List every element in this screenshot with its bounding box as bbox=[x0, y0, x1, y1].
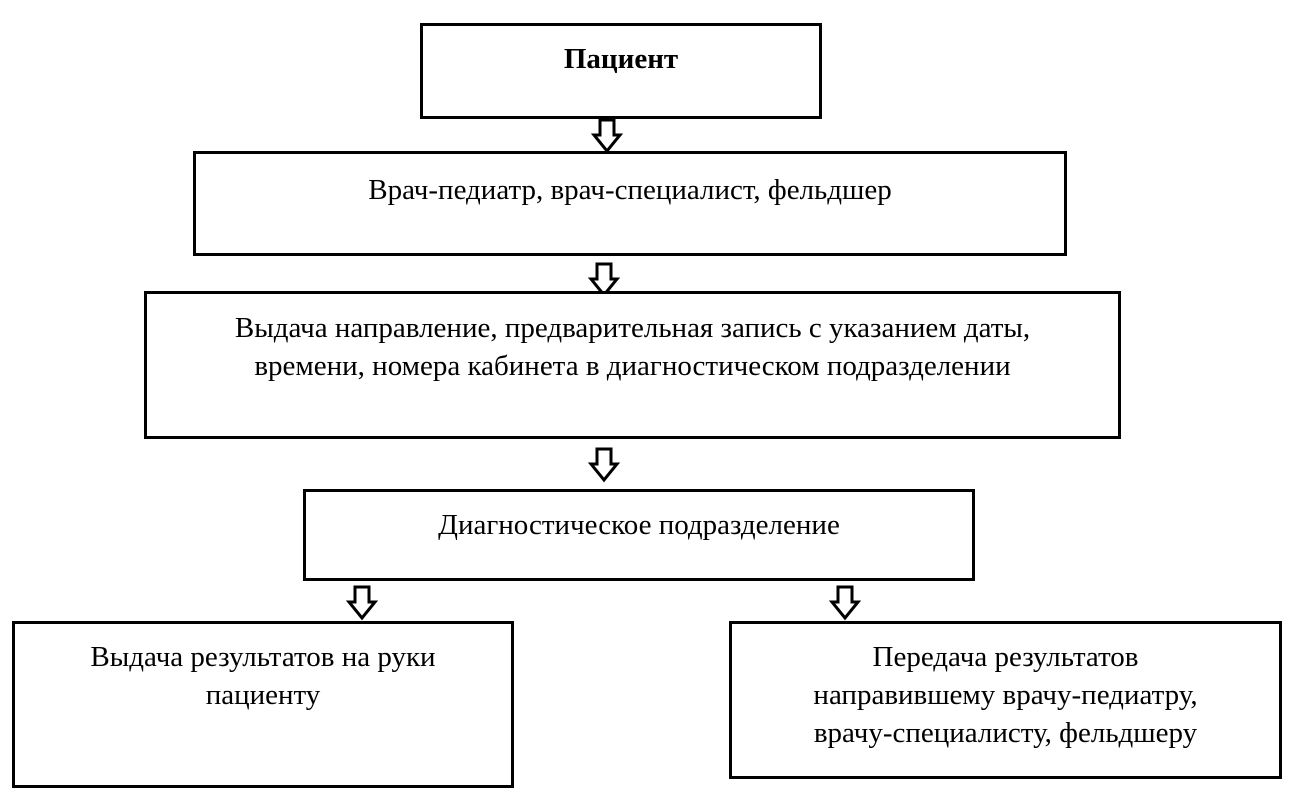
node-diagnostic-unit: Диагностическое подразделение bbox=[303, 489, 975, 581]
node-referral-label: Выдача направление, предварительная запи… bbox=[234, 312, 1031, 382]
node-results-to-doctor-label: Передача результатов направившему врачу-… bbox=[813, 641, 1198, 749]
node-patient: Пациент bbox=[420, 23, 822, 119]
node-diagnostic-unit-label: Диагностическое подразделение bbox=[438, 509, 840, 541]
node-doctor: Врач-педиатр, врач-специалист, фельдшер bbox=[193, 151, 1067, 256]
node-referral: Выдача направление, предварительная запи… bbox=[144, 291, 1121, 439]
node-results-to-patient-label: Выдача результатов на руки пациенту bbox=[90, 641, 436, 711]
arrow-referral-to-diagnostic-unit bbox=[587, 447, 621, 483]
node-results-to-patient: Выдача результатов на руки пациенту bbox=[12, 621, 514, 788]
arrow-diagnostic-unit-to-results-to-patient bbox=[345, 585, 379, 621]
node-doctor-label: Врач-педиатр, врач-специалист, фельдшер bbox=[368, 174, 892, 206]
node-patient-label: Пациент bbox=[563, 43, 679, 75]
arrow-diagnostic-unit-to-results-to-doctor bbox=[828, 585, 862, 621]
node-results-to-doctor: Передача результатов направившему врачу-… bbox=[729, 621, 1282, 779]
arrow-patient-to-doctor bbox=[590, 118, 624, 154]
